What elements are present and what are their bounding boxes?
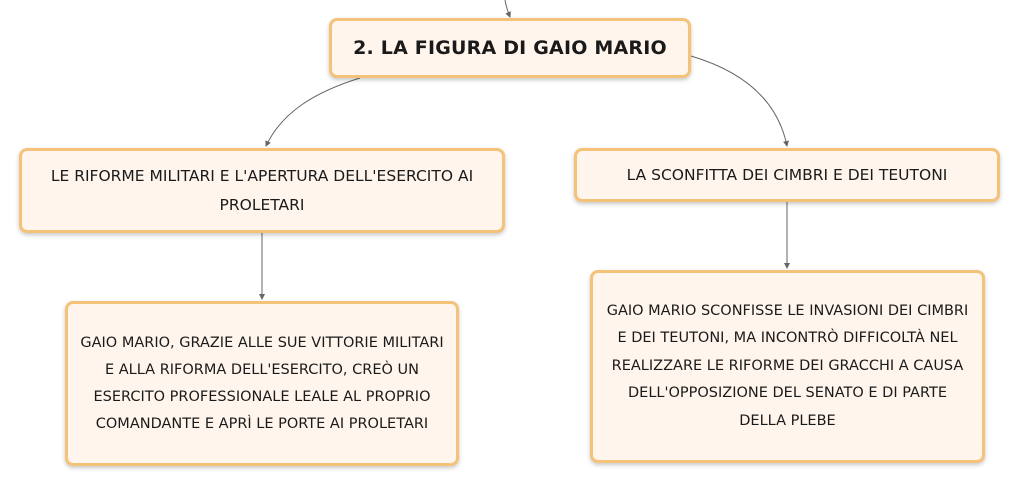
detail-label-cimbri-teutoni: GAIO MARIO SCONFISSE LE INVASIONI DEI CI…: [606, 302, 969, 429]
detail-label-military-reforms: GAIO MARIO, GRAZIE ALLE SUE VITTORIE MIL…: [80, 334, 444, 432]
connector-root-to-right-topic: [690, 55, 789, 147]
subtopic-label-military-reforms: LE RIFORME MILITARI E L'APERTURA DELL'ES…: [50, 166, 474, 214]
detail-node-cimbri-teutoni[interactable]: GAIO MARIO SCONFISSE LE INVASIONI DEI CI…: [590, 270, 985, 463]
central-topic-label: 2. LA FIGURA DI GAIO MARIO: [353, 37, 667, 59]
subtopic-node-cimbri-teutoni[interactable]: LA SCONFITTA DEI CIMBRI E DEI TEUTONI: [574, 148, 1000, 202]
subtopic-node-military-reforms[interactable]: LE RIFORME MILITARI E L'APERTURA DELL'ES…: [19, 148, 505, 233]
detail-node-military-reforms[interactable]: GAIO MARIO, GRAZIE ALLE SUE VITTORIE MIL…: [65, 301, 459, 466]
connector-root-to-left-topic: [265, 77, 361, 147]
central-topic-node[interactable]: 2. LA FIGURA DI GAIO MARIO: [329, 18, 691, 78]
subtopic-label-cimbri-teutoni: LA SCONFITTA DEI CIMBRI E DEI TEUTONI: [626, 166, 948, 184]
connector-parent-to-root: [504, 0, 511, 18]
